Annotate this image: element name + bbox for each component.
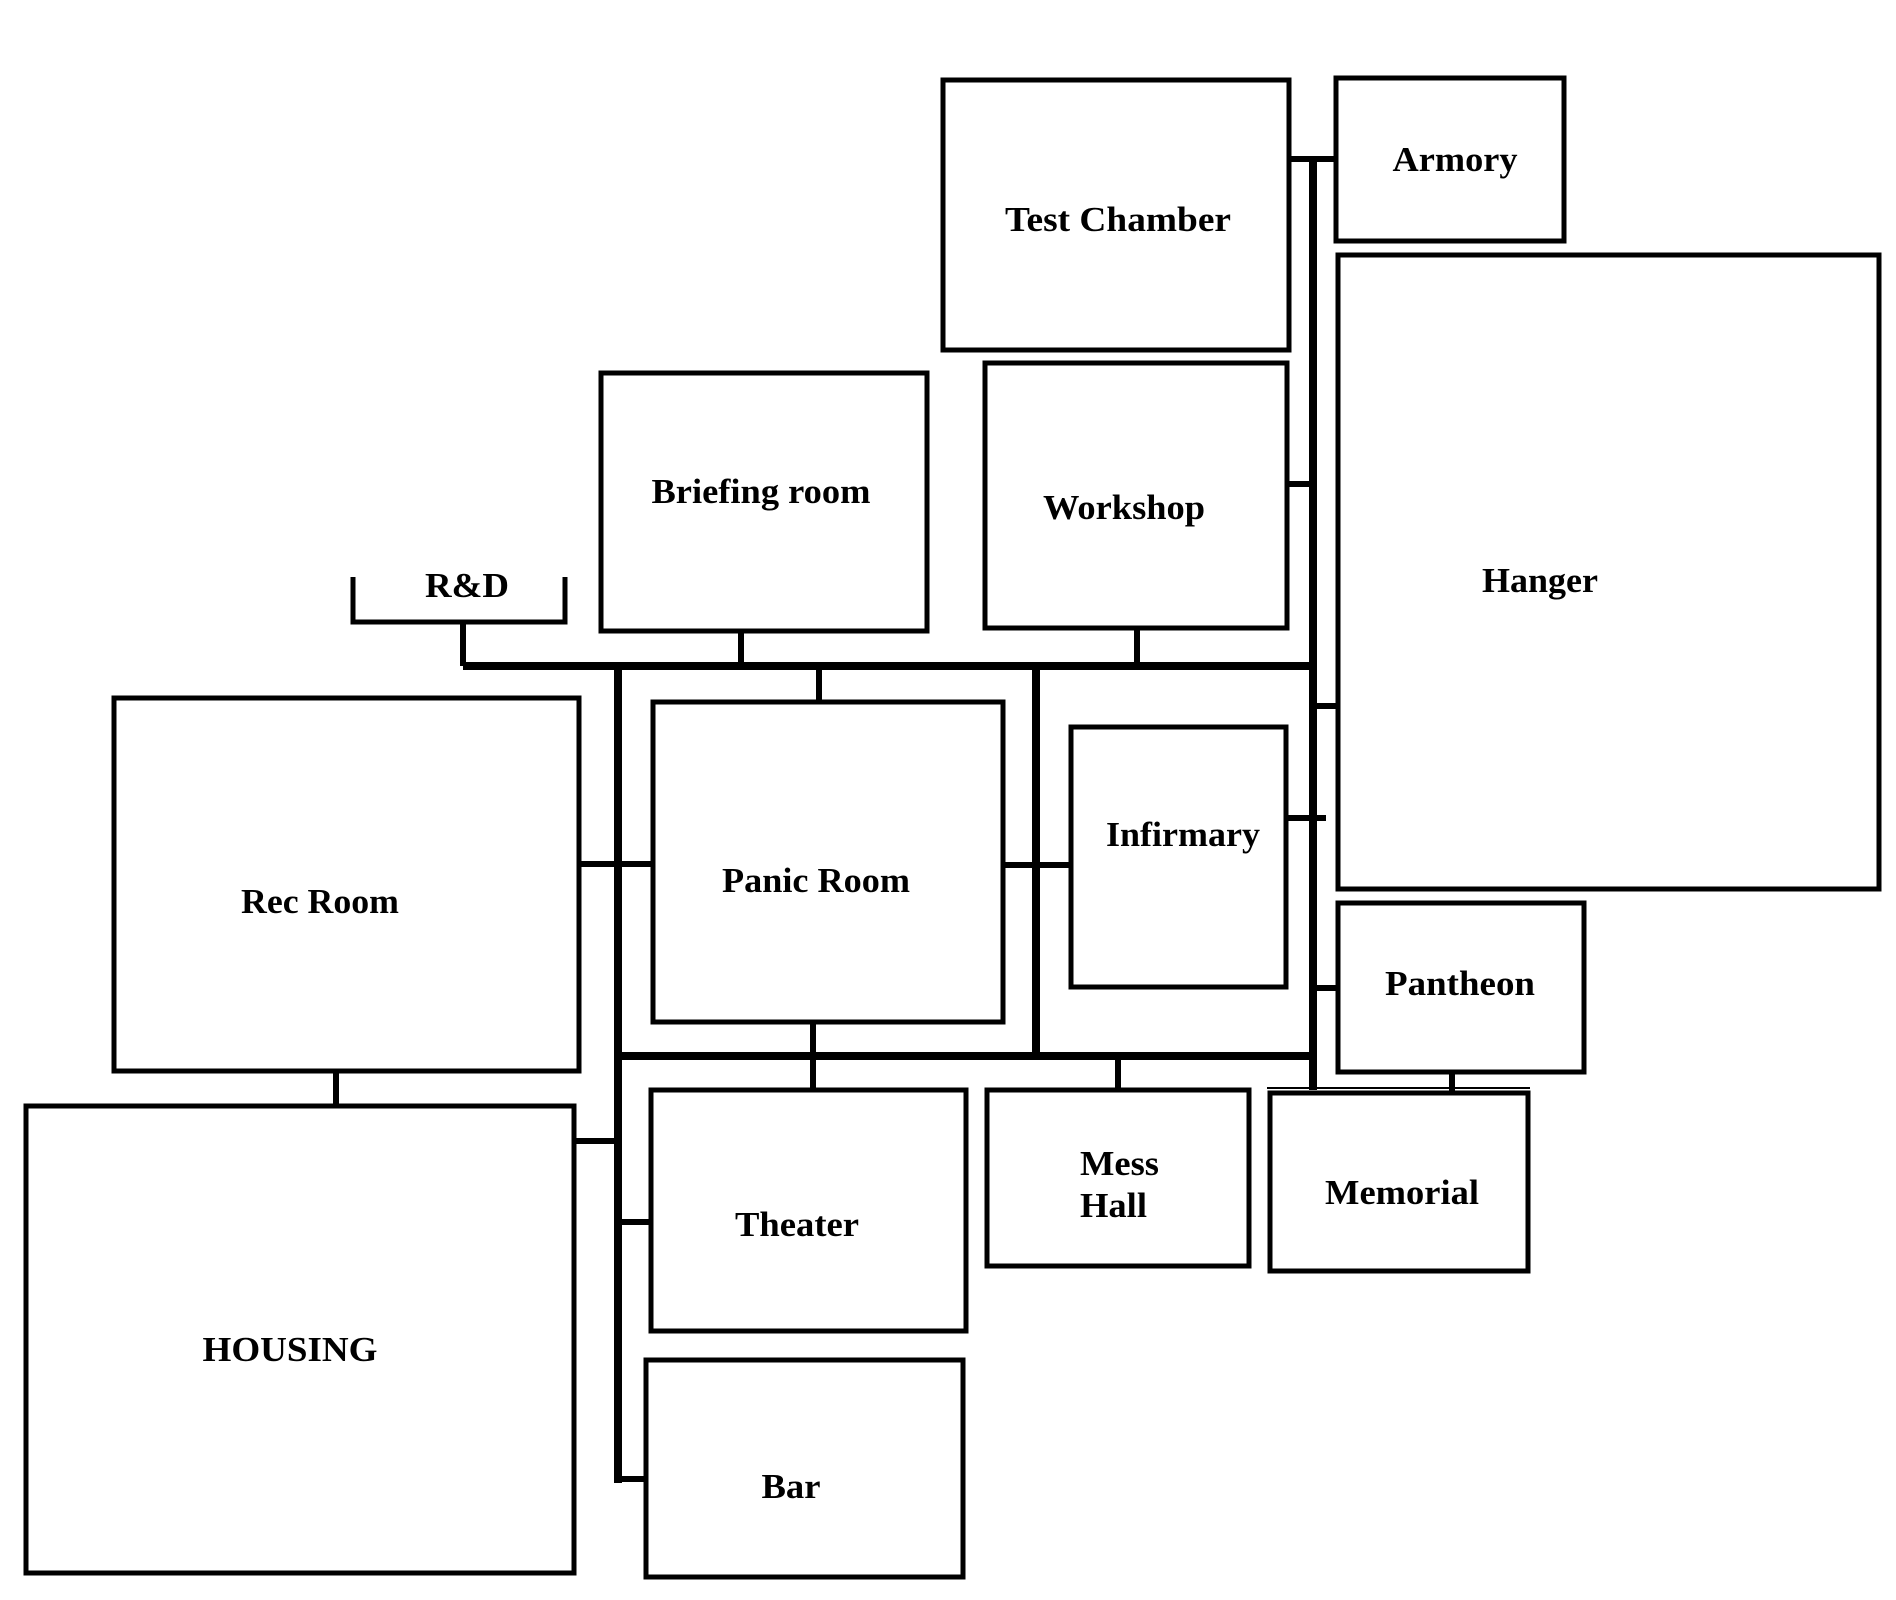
room-infirmary <box>1068 724 1289 990</box>
label-infirmary: Infirmary <box>1106 815 1261 854</box>
room-test-chamber <box>940 77 1292 353</box>
room-theater <box>648 1087 969 1334</box>
room-briefing <box>598 370 930 634</box>
room-memorial <box>1267 1090 1531 1274</box>
label-rnd: R&D <box>425 566 509 605</box>
label-briefing: Briefing room <box>652 472 871 511</box>
room-workshop <box>982 360 1290 631</box>
label-mess-hall-line2: Hall <box>1080 1186 1147 1225</box>
room-hanger <box>1335 252 1882 892</box>
room-rec <box>111 695 582 1074</box>
room-panic <box>650 699 1006 1025</box>
label-hanger: Hanger <box>1482 561 1598 600</box>
label-bar: Bar <box>762 1467 821 1506</box>
room-housing <box>23 1103 577 1576</box>
room-armory <box>1333 75 1567 244</box>
label-test-chamber: Test Chamber <box>1005 200 1231 239</box>
label-theater: Theater <box>735 1205 859 1244</box>
label-rec-room: Rec Room <box>241 882 399 921</box>
label-pantheon: Pantheon <box>1385 964 1535 1003</box>
label-panic-room: Panic Room <box>722 861 910 900</box>
label-memorial: Memorial <box>1325 1173 1479 1212</box>
label-mess-hall-line1: Mess <box>1080 1144 1159 1183</box>
label-workshop: Workshop <box>1043 488 1205 527</box>
label-housing: HOUSING <box>203 1330 378 1369</box>
label-armory: Armory <box>1393 140 1519 179</box>
room-mess-hall <box>984 1087 1252 1269</box>
room-bar <box>643 1357 966 1580</box>
room-rnd-bracket <box>350 577 568 625</box>
